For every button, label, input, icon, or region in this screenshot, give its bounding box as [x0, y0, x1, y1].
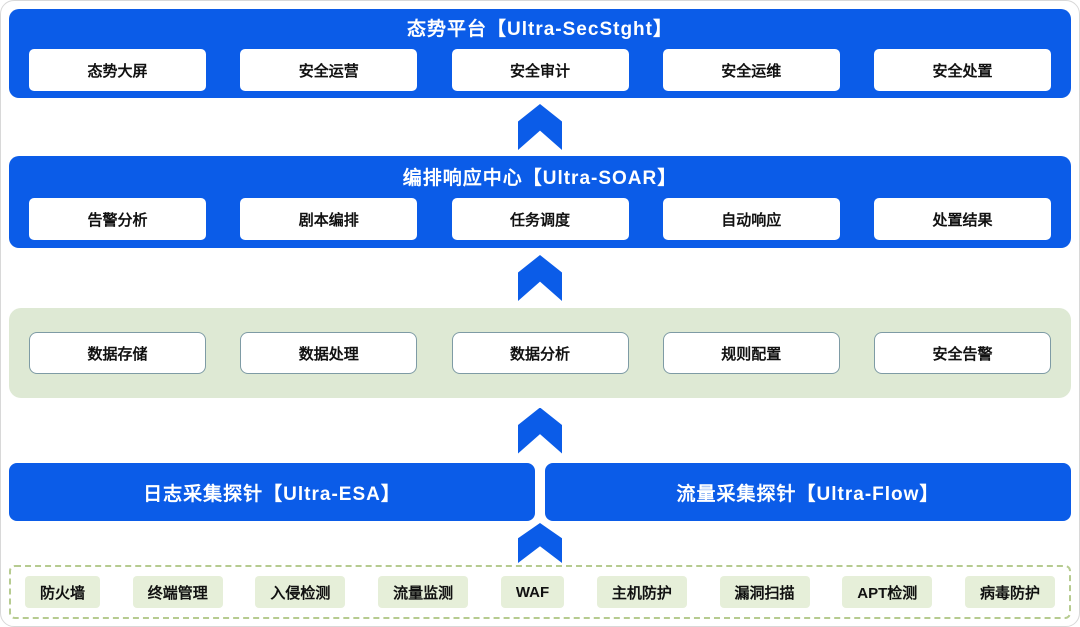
soar-node-alert-analysis: 告警分析 [29, 198, 206, 240]
soar-node-handling-result: 处置结果 [874, 198, 1051, 240]
layer-devices: 防火墙 终端管理 入侵检测 流量监测 WAF 主机防护 漏洞扫描 APT检测 病… [9, 565, 1071, 619]
data-node-storage: 数据存储 [29, 332, 206, 374]
device-intrusion-detection: 入侵检测 [255, 576, 346, 608]
platform-node-security-handling: 安全处置 [874, 49, 1051, 91]
soar-node-playbook: 剧本编排 [240, 198, 418, 240]
arrow-zone-2 [9, 248, 1071, 308]
device-firewall: 防火墙 [25, 576, 101, 608]
device-vulnerability-scan: 漏洞扫描 [719, 576, 810, 608]
layer-soar: 编排响应中心【Ultra-SOAR】 告警分析 剧本编排 任务调度 自动响应 处… [9, 156, 1071, 248]
layer-probes: 日志采集探针【Ultra-ESA】 流量采集探针【Ultra-Flow】 [9, 463, 1071, 521]
soar-title: 编排响应中心【Ultra-SOAR】 [402, 168, 678, 189]
platform-node-situation-screen: 态势大屏 [29, 49, 206, 91]
data-node-processing: 数据处理 [240, 332, 418, 374]
platform-title: 态势平台【Ultra-SecStght】 [407, 19, 673, 40]
device-apt-detection: APT检测 [842, 576, 933, 608]
soar-node-auto-response: 自动响应 [662, 198, 840, 240]
data-node-security-alert: 安全告警 [874, 332, 1051, 374]
device-host-protection: 主机防护 [596, 576, 687, 608]
arrow-zone-1 [9, 98, 1071, 156]
probe-flow-collector: 流量采集探针【Ultra-Flow】 [545, 463, 1071, 521]
data-node-row: 数据存储 数据处理 数据分析 规则配置 安全告警 [9, 332, 1071, 374]
up-arrow-icon [518, 523, 562, 563]
platform-node-security-audit: 安全审计 [451, 49, 629, 91]
platform-node-row: 态势大屏 安全运营 安全审计 安全运维 安全处置 [9, 49, 1071, 91]
device-traffic-monitoring: 流量监测 [378, 576, 469, 608]
layer-data: 数据存储 数据处理 数据分析 规则配置 安全告警 [9, 308, 1071, 398]
data-node-rule-config: 规则配置 [662, 332, 840, 374]
probe-log-collector: 日志采集探针【Ultra-ESA】 [9, 463, 535, 521]
arrow-zone-3 [9, 398, 1071, 463]
layer-platform: 态势平台【Ultra-SecStght】 态势大屏 安全运营 安全审计 安全运维… [9, 9, 1071, 98]
device-antivirus: 病毒防护 [964, 576, 1055, 608]
device-waf: WAF [500, 576, 565, 608]
platform-node-security-operation: 安全运营 [240, 49, 418, 91]
up-arrow-icon [518, 255, 562, 301]
up-arrow-icon [518, 407, 562, 454]
up-arrow-icon [518, 104, 562, 150]
data-node-analysis: 数据分析 [451, 332, 629, 374]
platform-node-security-ops: 安全运维 [662, 49, 840, 91]
soar-node-row: 告警分析 剧本编排 任务调度 自动响应 处置结果 [9, 198, 1071, 240]
soar-node-task-scheduling: 任务调度 [451, 198, 629, 240]
arrow-zone-4 [9, 521, 1071, 565]
device-endpoint-mgmt: 终端管理 [132, 576, 223, 608]
